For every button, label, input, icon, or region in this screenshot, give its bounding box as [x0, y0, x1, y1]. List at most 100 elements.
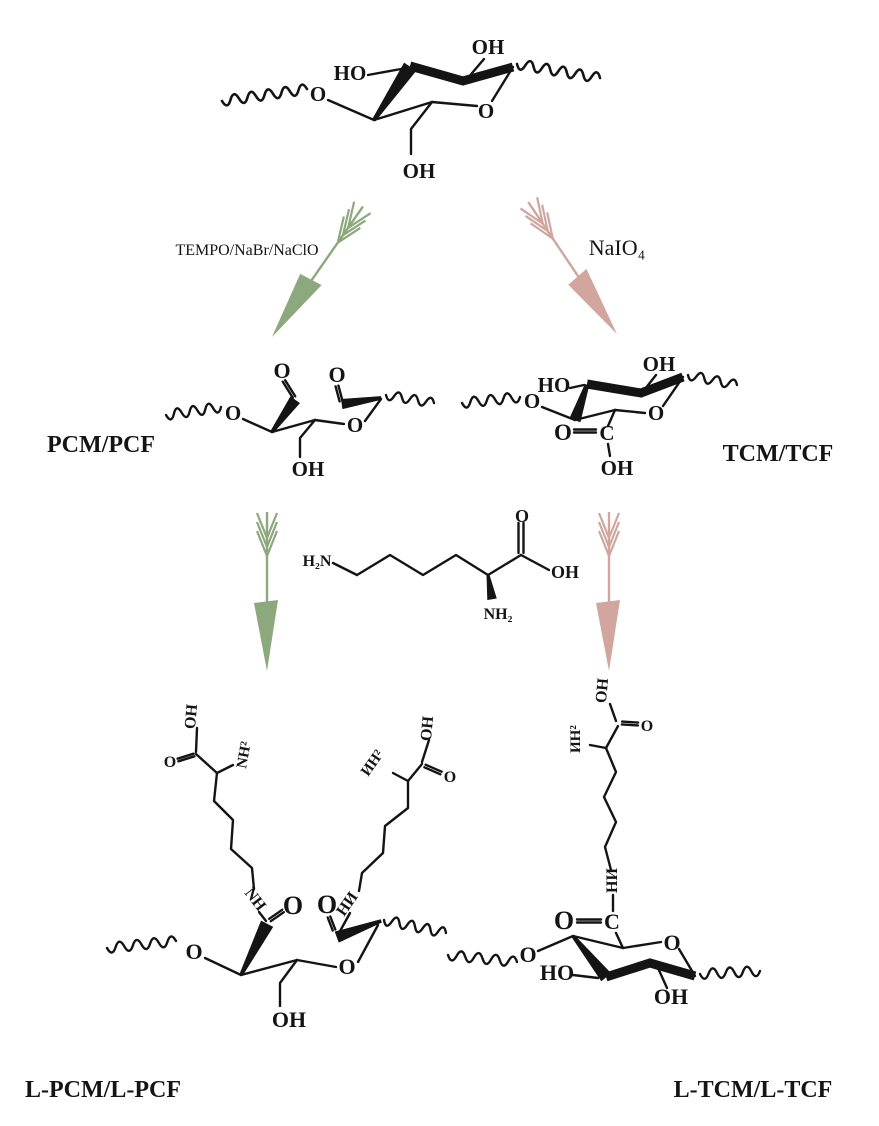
carboxyl-dbl [517, 521, 525, 555]
arm2-dbl [423, 763, 443, 776]
lpcm-unit: O O NH OH O O НИ OH O NH² OH O ИН² [105, 703, 456, 1032]
chain-squiggle-left [446, 950, 519, 967]
bond-c5-cacid [606, 408, 617, 428]
arm-bond-ch-c [604, 724, 620, 750]
arm-nh2-label: ИН² [568, 725, 584, 753]
bond-c5-c4 [571, 934, 625, 950]
bond-c5-c4 [372, 100, 434, 122]
bond-o-c2 [203, 956, 243, 977]
arm2-bond-ch-n [391, 771, 410, 783]
arm1-oh-label: OH [182, 703, 201, 730]
tcm-name: TCM/TCF [723, 441, 834, 467]
amide-hn-label: НИ [604, 868, 621, 893]
chain-squiggle-right [382, 916, 448, 937]
quill-arrow-shape [594, 510, 622, 673]
link-o-label: O [185, 939, 202, 964]
arrow-naio4 [516, 194, 628, 343]
wedge-c4-c3 [569, 384, 590, 423]
bond-c6 [278, 958, 299, 1008]
quill-arrow-shape [516, 194, 628, 343]
bond-c-oh [606, 442, 612, 458]
ring-o-label: O [338, 954, 355, 979]
chain-squiggle-right [384, 391, 436, 407]
amide-dbl [575, 918, 603, 924]
arrow-green-down [252, 510, 280, 673]
ald-dbl [326, 915, 337, 932]
chain-squiggle-left [105, 935, 178, 954]
arm-dbl [620, 720, 640, 727]
arm1-bond-oh-c [194, 726, 199, 754]
carboxyl-c-label: C [599, 421, 614, 445]
bond-ho-c3 [366, 67, 403, 77]
carboxyl-o-label: O [515, 506, 529, 526]
alpha-nh2-label: NH₂ [484, 606, 513, 623]
ring-front-band [586, 372, 685, 398]
link-o-label: O [519, 942, 536, 967]
h2n-label: H₂N [303, 553, 332, 570]
chain-squiggle-right [698, 965, 762, 980]
ald-o-label: O [317, 890, 337, 919]
bond-c5-cacid [614, 931, 625, 950]
bond-ringo-c1 [363, 397, 383, 423]
backbone [355, 553, 523, 577]
amide-dbl [268, 908, 285, 923]
arm2-chain [357, 779, 410, 893]
chain-squiggle-right [515, 59, 602, 83]
pcm-unit: O O OH O O [164, 358, 436, 481]
arm1-bond-c-ch [194, 752, 219, 775]
bond-c1-ringo [677, 947, 697, 978]
bond-c6 [298, 418, 317, 459]
arm-chain [602, 746, 618, 872]
wedge-c4-c3 [571, 934, 612, 982]
ring-o-label: O [478, 99, 494, 123]
amide-c-label: C [604, 909, 620, 934]
oh-bottom-label: OH [292, 457, 325, 481]
bond-ho-c3 [568, 383, 586, 390]
arm2-bond-c-ch [406, 762, 424, 783]
amide-o-label: O [554, 906, 574, 935]
bond-ringo-c5 [613, 408, 647, 415]
ltcm-unit: O HO OH O C O НИ ИН² O OH [446, 677, 762, 1009]
arm1-bond-ch-n [215, 763, 235, 775]
naio4-label: NaIO₄ [589, 235, 646, 260]
bond-n-c6 [331, 561, 359, 577]
bond-o-c4 [326, 98, 376, 122]
oh-bottom-label: OH [272, 1007, 306, 1032]
oh-bottom-label: OH [403, 159, 436, 183]
ald-right-o-label: O [328, 362, 345, 387]
bond-c1-ringo [661, 375, 685, 408]
ring-o-label: O [663, 930, 680, 955]
bond-hn-c [337, 911, 352, 935]
bond-ringo-c1 [356, 923, 380, 964]
arm-bond-ch-n [588, 743, 608, 750]
alpha-wedge [486, 574, 497, 601]
oh-top-label: OH [643, 352, 676, 376]
bond-c6 [409, 100, 434, 156]
cellulose-unit: O HO OH O OH [220, 35, 602, 183]
arm2-nh2-label: ИН² [358, 747, 387, 779]
ald-hn-label: НИ [333, 889, 362, 920]
tcm-unit: O HO OH O C O OH [460, 352, 739, 480]
ring-front-band [604, 958, 697, 982]
chain-squiggle-right [686, 371, 739, 389]
bond-ringo-c5 [621, 940, 663, 950]
arm2-oh-label: OH [418, 715, 437, 742]
bond-c3-ringo [313, 418, 346, 426]
carboxyl-dbl [572, 428, 598, 434]
ho-label: HO [334, 61, 367, 85]
bond-ho-c3 [571, 973, 600, 980]
ald-left-o-label: O [273, 358, 290, 383]
arm-oh-label: OH [593, 677, 612, 704]
ltcm-name: L-TCM/L-TCF [674, 1077, 833, 1103]
ald-left-dbl [281, 379, 297, 399]
bond-c-oh [519, 553, 551, 572]
quill-arrow-shape [252, 510, 280, 673]
bond-oh-c2 [643, 373, 658, 391]
bond-nh-c [257, 910, 268, 923]
quill-arrow-shape [260, 197, 374, 345]
chain-squiggle-left [164, 402, 223, 421]
lysine: H₂N NH₂ O OH [303, 506, 579, 623]
arm1-chain [212, 771, 256, 891]
bond-o-c4 [540, 405, 577, 422]
